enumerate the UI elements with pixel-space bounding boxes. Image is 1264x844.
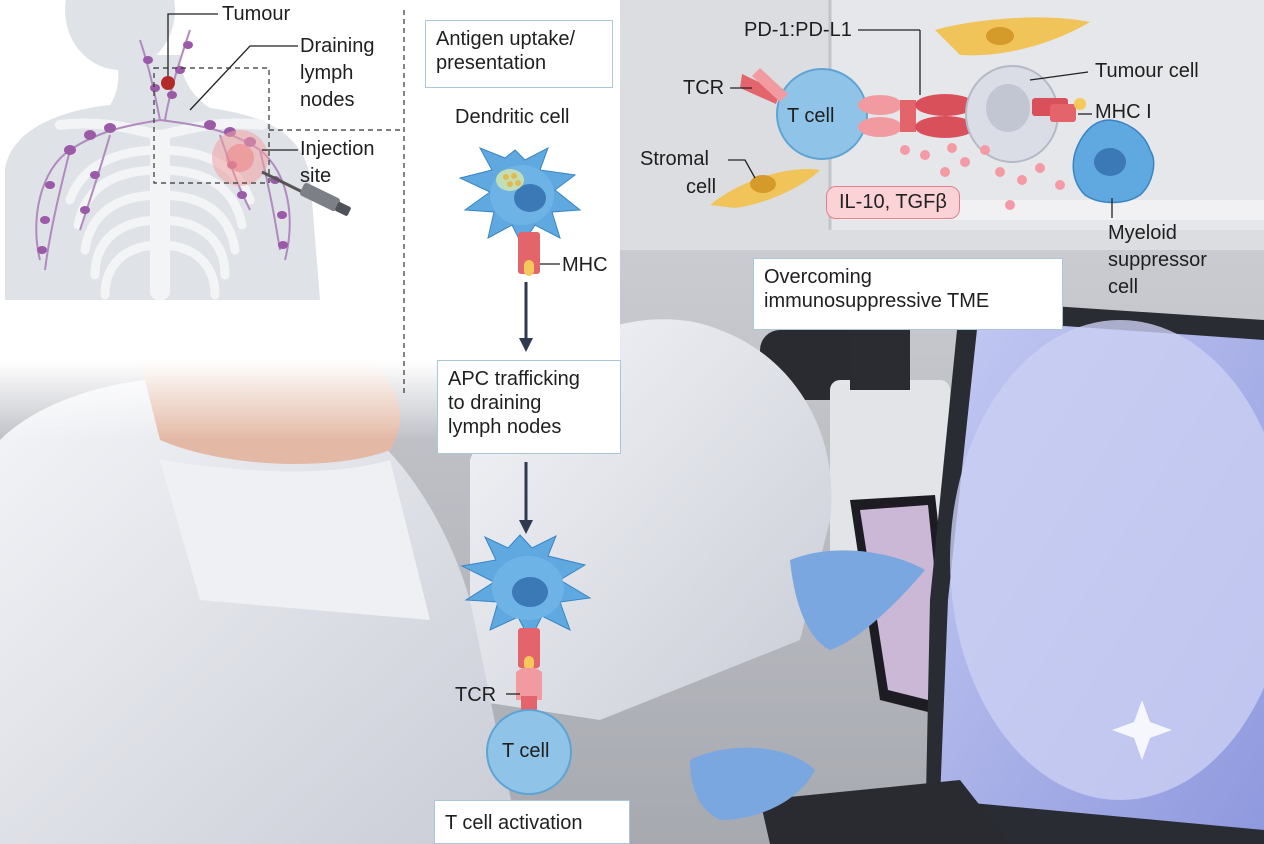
injection-label-line1: Injection <box>300 138 375 160</box>
cytokine-dots <box>900 143 1065 210</box>
sparkle-icon <box>1112 700 1172 760</box>
pd1-pdl1-icon <box>858 94 975 138</box>
step-t-cell-activation-box: T cell activation <box>434 800 630 844</box>
myeloid-label-line3: cell <box>1108 276 1139 298</box>
dendritic-cell-icon <box>460 534 592 642</box>
stromal-cell-icon <box>710 169 820 208</box>
step3-label: T cell activation <box>445 812 583 834</box>
step2-line3: lymph nodes <box>448 416 562 438</box>
mhc-icon <box>518 232 560 276</box>
myeloid-suppressor-cell-icon <box>1072 119 1155 204</box>
pd1-pdl1-label: PD-1:PD-L1 <box>744 19 852 41</box>
syringe-icon <box>261 170 351 216</box>
tumour-cell-label: Tumour cell <box>1095 60 1199 82</box>
step1-line2: presentation <box>436 52 547 74</box>
tme-box-line1: Overcoming <box>764 266 872 288</box>
draining-label-line2: lymph <box>300 62 354 84</box>
cytokines-badge: IL-10, TGFβ <box>826 186 960 219</box>
step2-line2: to draining <box>448 392 542 414</box>
stromal-cell-icon <box>935 17 1090 56</box>
t-cell-label-tme: T cell <box>787 105 835 127</box>
step2-line1: APC trafficking <box>448 368 580 390</box>
step-apc-trafficking-box: APC trafficking to draining lymph nodes <box>437 360 621 454</box>
myeloid-label-line2: suppressor <box>1108 249 1207 271</box>
tcr-label-tme: TCR <box>683 77 725 99</box>
draining-label-line3: nodes <box>300 89 355 111</box>
tumour-icon <box>161 76 175 90</box>
draining-label-line1: Draining <box>300 35 375 57</box>
step-antigen-uptake-box: Antigen uptake/ presentation <box>425 20 613 88</box>
step1-line1: Antigen uptake/ <box>436 28 575 50</box>
injection-label-line2: site <box>300 165 332 187</box>
tme-box-line2: immunosuppressive TME <box>764 290 990 312</box>
tcr-label-flow: TCR <box>455 684 497 706</box>
tcr-icon <box>730 68 788 104</box>
mhc1-icon <box>1032 98 1092 122</box>
dendritic-cell-label: Dendritic cell <box>455 106 570 128</box>
stromal-label-line2: cell <box>686 176 717 198</box>
overcoming-tme-box: Overcoming immunosuppressive TME <box>753 258 1063 330</box>
stromal-label-line1: Stromal <box>640 148 709 170</box>
myeloid-label-line1: Myeloid <box>1108 222 1177 244</box>
mhc-tcr-complex-icon <box>506 628 542 720</box>
tumour-label: Tumour <box>222 3 291 25</box>
t-cell-label-flow: T cell <box>502 740 550 762</box>
mhc1-label: MHC I <box>1095 101 1152 123</box>
t-cell-icon <box>776 68 868 160</box>
mhc-label: MHC <box>562 254 608 276</box>
t-cell-icon <box>486 709 572 795</box>
